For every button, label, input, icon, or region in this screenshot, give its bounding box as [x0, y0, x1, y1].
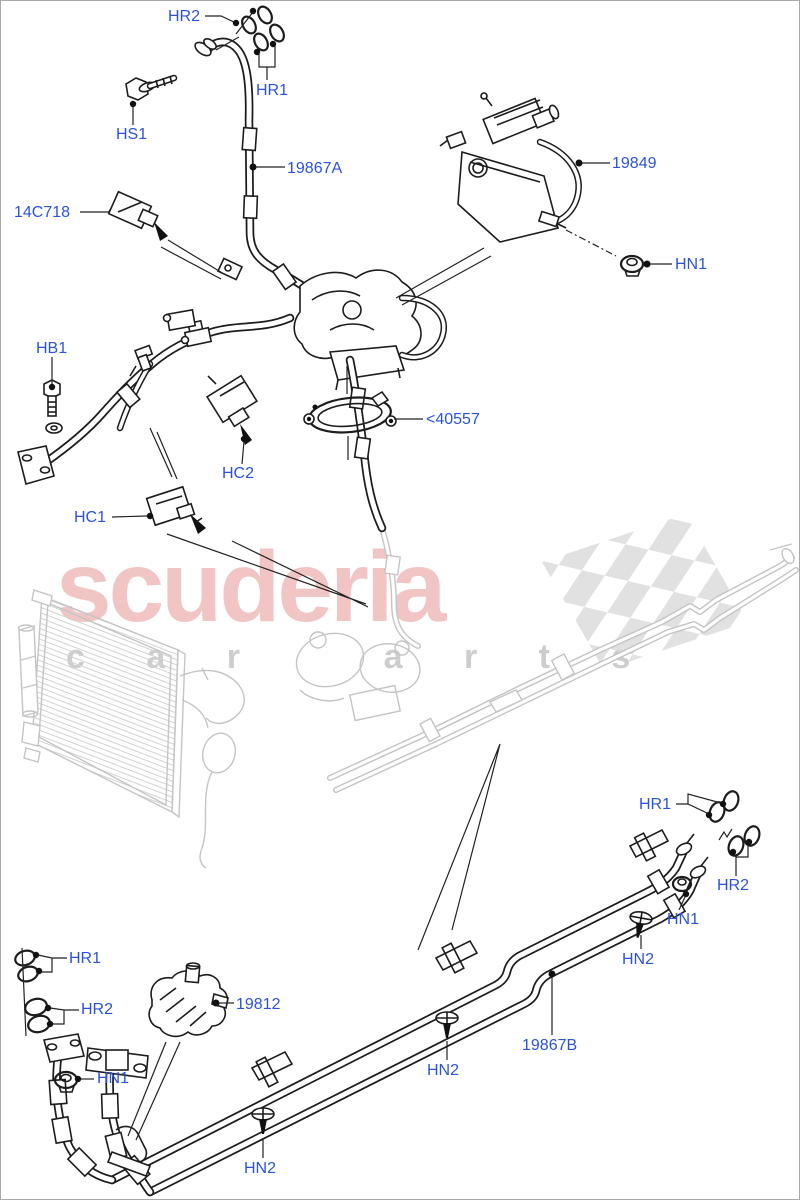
reference-art-faded: [17, 525, 799, 869]
hose-assembly-bottom-left: [42, 1033, 155, 1197]
sensor-hc1: [145, 485, 206, 534]
part-label-hr2-right: HR2: [717, 877, 750, 894]
part-label-hr2-top: HR2: [168, 8, 201, 25]
part-label-19867a: 19867A: [287, 160, 343, 177]
part-label-hr2-left: HR2: [81, 1001, 114, 1018]
clamp-19812: [148, 962, 229, 1038]
bolt-hs1: [125, 74, 178, 101]
part-label-hn1-left: HN1: [97, 1070, 130, 1087]
part-label-40557: <40557: [426, 411, 480, 428]
bolt-hb1: [43, 379, 63, 434]
part-label-19867b: 19867B: [522, 1037, 578, 1054]
part-label-hr1-left: HR1: [69, 950, 102, 967]
manifold-assembly: [293, 269, 448, 533]
part-label-hn2-mid: HN2: [427, 1062, 460, 1079]
pipe-19867a-assembly: [17, 37, 341, 485]
part-label-19849: 19849: [612, 155, 657, 172]
part-label-hn2-right: HN2: [622, 951, 655, 968]
part-label-hr1-right: HR1: [639, 796, 672, 813]
part-label-19812: 19812: [236, 996, 281, 1013]
sensor-hc2: [205, 374, 259, 445]
watermark-flag-icon: [542, 514, 748, 670]
leader-lines: [32, 7, 753, 1158]
fasteners-bottom: [14, 5, 761, 1134]
part-label-14c718: 14C718: [14, 204, 71, 221]
part-label-hc1: HC1: [74, 509, 107, 526]
part-label-hn1-top-right: HN1: [675, 256, 708, 273]
part-label-hs1: HS1: [116, 126, 148, 143]
valve-19849-assembly: [439, 92, 582, 243]
part-label-hb1: HB1: [36, 340, 68, 357]
rear-pipes-19867b: [107, 828, 709, 1197]
gasket-40557: [303, 390, 397, 434]
part-label-hn1-right: HN1: [667, 911, 700, 928]
part-label-hc2: HC2: [222, 465, 255, 482]
part-label-hn2-left: HN2: [244, 1160, 277, 1177]
sensor-14c718: [107, 190, 168, 241]
grommet-hn1-top-right: [619, 254, 645, 277]
part-label-hr1-top: HR1: [256, 82, 289, 99]
